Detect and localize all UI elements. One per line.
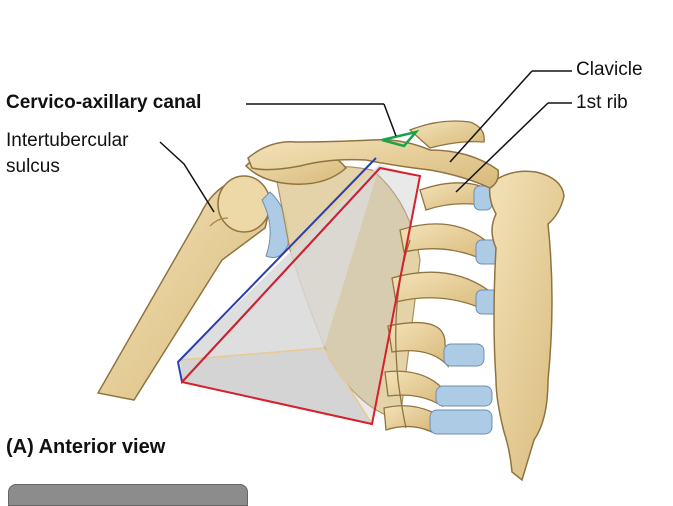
label-clavicle: Clavicle <box>576 59 643 80</box>
label-first-rib: 1st rib <box>576 92 628 113</box>
humerus <box>96 175 271 401</box>
bottom-tab-bar <box>8 484 248 506</box>
clavicle <box>247 138 500 189</box>
first-rib <box>408 120 485 149</box>
label-intertubercular-line2: sulcus <box>6 156 60 177</box>
label-cervico-axillary-canal: Cervico-axillary canal <box>6 92 202 113</box>
anatomy-figure: Cervico-axillary canal Intertubercular s… <box>6 59 643 506</box>
axilla-pyramid <box>179 164 420 425</box>
leader-lines <box>159 70 572 213</box>
ribs <box>383 182 491 434</box>
figure-caption: (A) Anterior view <box>6 436 166 458</box>
label-intertubercular-line1: Intertubercular <box>6 130 129 151</box>
axilla-pyramid-outline <box>176 157 422 426</box>
costal-cartilages <box>429 185 501 435</box>
cervico-axillary-canal-apex <box>381 129 420 148</box>
anatomy-illustration <box>96 70 572 482</box>
sternum <box>488 170 565 482</box>
